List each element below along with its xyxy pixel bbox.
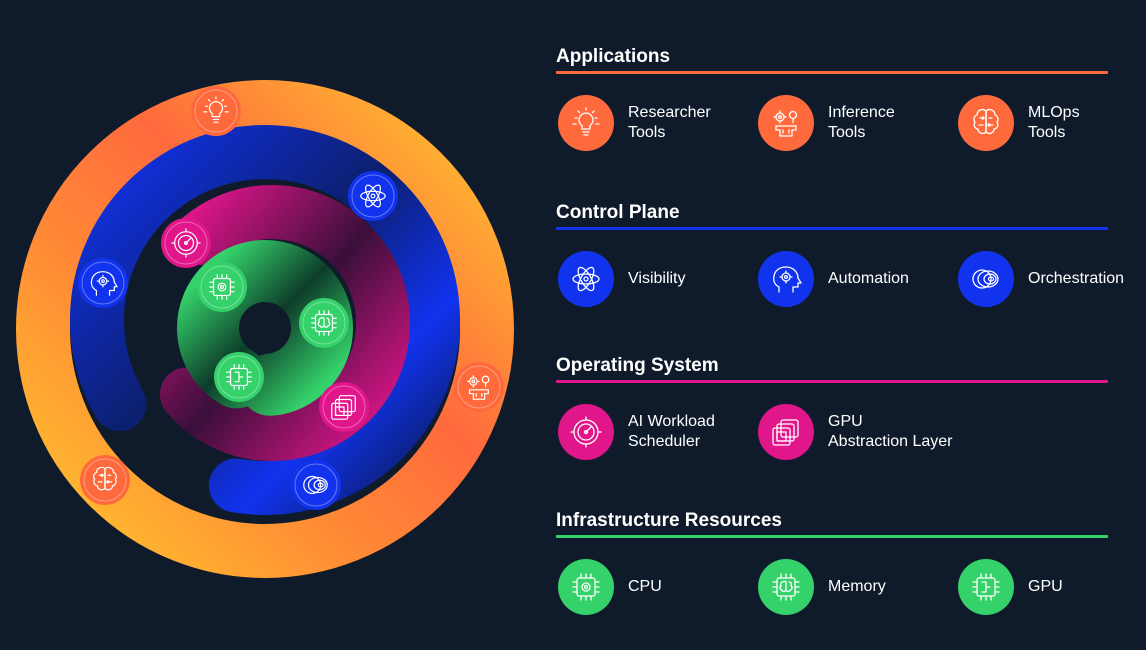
head-gear-icon: [758, 251, 814, 307]
legend-item-label: Visibility: [628, 270, 686, 287]
legend-item: Orchestration: [958, 251, 1124, 307]
brain-icon: [958, 95, 1014, 151]
legend-item-label: AI Workload Scheduler: [628, 413, 715, 450]
layers-icon: [758, 404, 814, 460]
legend-item-label: GPU: [1028, 578, 1063, 595]
legend-item: Memory: [758, 559, 886, 615]
diagram-badge-cpu-chip-icon: [197, 262, 247, 312]
legend-item-label: Researcher Tools: [628, 104, 711, 141]
applications-ring: [16, 80, 514, 578]
section-title: Infrastructure Resources: [556, 510, 782, 531]
section-applications: Applications: [556, 46, 1108, 74]
diagram-badge-rings-icon: [291, 460, 341, 510]
legend-item: GPU Abstraction Layer: [758, 404, 953, 460]
legend-item-label: CPU: [628, 578, 662, 595]
diagram-badge-brain-gear-icon: [454, 362, 504, 412]
operating-system-ring: [159, 185, 410, 461]
legend-item: CPU: [558, 559, 662, 615]
legend-item: Automation: [758, 251, 909, 307]
legend-item: GPU: [958, 559, 1063, 615]
atom-icon: [558, 251, 614, 307]
section-divider: [556, 71, 1108, 74]
section-title: Control Plane: [556, 202, 680, 223]
legend-item-label: MLOps Tools: [1028, 104, 1080, 141]
section-divider: [556, 380, 1108, 383]
diagram-badge-memory-chip-icon: [299, 298, 349, 348]
legend-item-label: Inference Tools: [828, 104, 895, 141]
section-control-plane: Control Plane: [556, 202, 1108, 230]
legend-item-label: Orchestration: [1028, 270, 1125, 287]
gauge-icon: [558, 404, 614, 460]
legend-item-label: Memory: [828, 578, 886, 595]
diagram-badge-head-gear-icon: [78, 258, 128, 308]
diagram-badge-lightbulb-icon: [191, 86, 241, 136]
section-title: Applications: [556, 46, 671, 67]
diagram-badge-brain-icon: [80, 455, 130, 505]
legend-item-label: Automation: [828, 270, 909, 287]
diagram-badge-layers-icon: [319, 382, 369, 432]
lightbulb-icon: [558, 95, 614, 151]
section-divider: [556, 535, 1108, 538]
infrastructure-ring: [177, 240, 353, 416]
section-operating-system: Operating System: [556, 355, 1108, 383]
rings-icon: [958, 251, 1014, 307]
diagram-badge-atom-icon: [348, 171, 398, 221]
legend-item: MLOps Tools: [958, 95, 1080, 151]
legend-item: Researcher Tools: [558, 95, 711, 151]
legend-item: Inference Tools: [758, 95, 895, 151]
cpu-chip-icon: [558, 559, 614, 615]
diagram-badge-gpu-chip-icon: [214, 352, 264, 402]
legend-item-label: GPU Abstraction Layer: [828, 413, 953, 450]
legend-item: Visibility: [558, 251, 686, 307]
legend-item: AI Workload Scheduler: [558, 404, 715, 460]
memory-chip-icon: [758, 559, 814, 615]
layered-ring-diagram: [16, 80, 514, 578]
gpu-chip-icon: [958, 559, 1014, 615]
section-title: Operating System: [556, 355, 719, 376]
section-divider: [556, 227, 1108, 230]
section-infrastructure: Infrastructure Resources: [556, 510, 1108, 538]
diagram-badge-gauge-icon: [161, 218, 211, 268]
brain-gear-icon: [758, 95, 814, 151]
